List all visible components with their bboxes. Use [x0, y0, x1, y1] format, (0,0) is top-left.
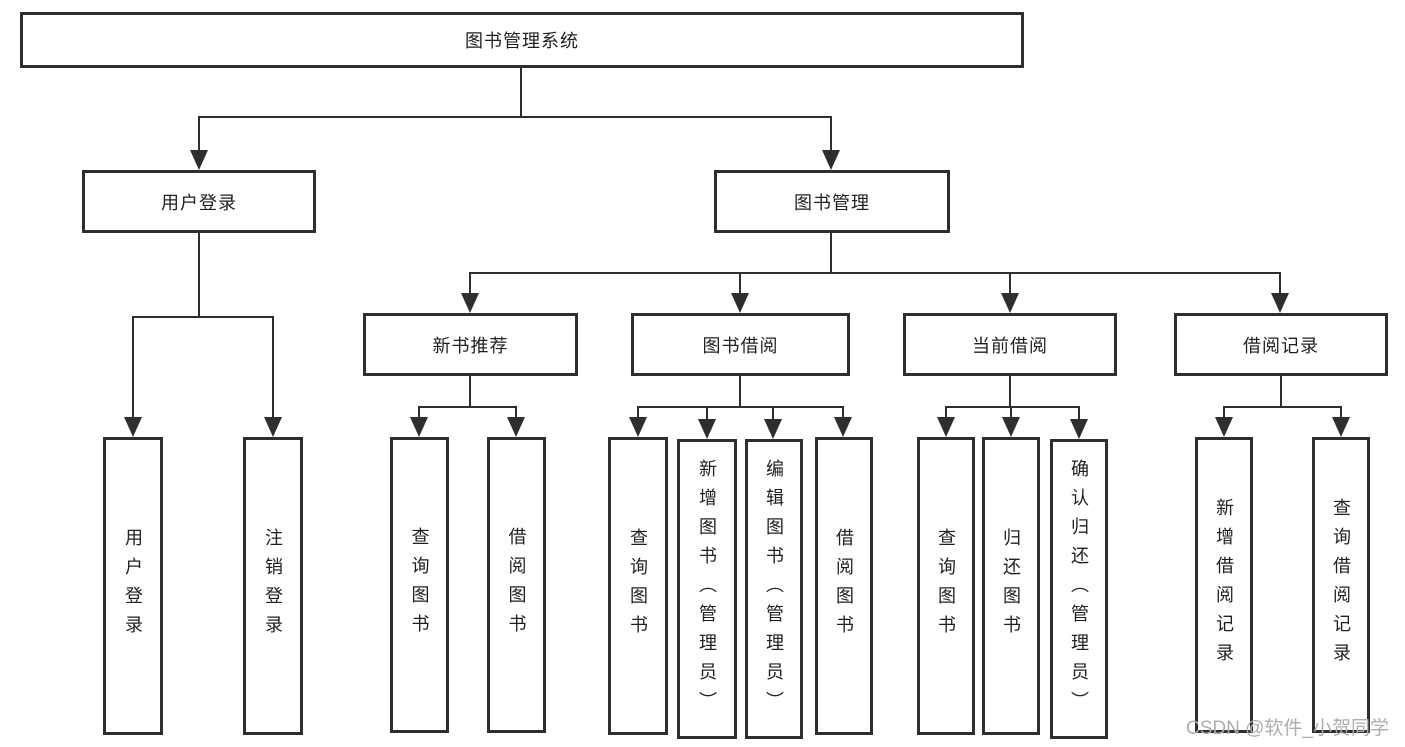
node-book-borrowing: 图书借阅: [631, 313, 850, 376]
connector-line: [945, 406, 1080, 408]
arrowhead-icon: [629, 417, 647, 437]
leaf-query-book-recommend-label: 查询图书: [409, 527, 430, 643]
connector-line: [515, 407, 517, 421]
connector-line: [198, 233, 200, 318]
arrowhead-icon: [698, 419, 716, 439]
connector-line: [1223, 406, 1342, 408]
connector-line: [1279, 273, 1281, 299]
node-borrowing-records-label: 借阅记录: [1243, 335, 1319, 356]
leaf-add-borrow-record-label: 新增借阅记录: [1214, 498, 1234, 672]
leaf-confirm-return-admin: 确认归还（管理员）: [1050, 439, 1108, 739]
leaf-user-login-label: 用户登录: [123, 528, 143, 644]
arrowhead-icon: [264, 417, 282, 437]
connector-line: [132, 316, 274, 318]
node-root-label: 图书管理系统: [465, 31, 579, 51]
connector-line: [830, 233, 832, 273]
connector-line: [1010, 407, 1012, 421]
connector-line: [739, 273, 741, 299]
csdn-watermark: CSDN @软件_小贺同学: [1186, 718, 1389, 739]
arrowhead-icon: [1215, 417, 1233, 437]
node-root: 图书管理系统: [20, 12, 1024, 68]
leaf-query-borrow-record-label: 查询借阅记录: [1331, 498, 1351, 672]
leaf-borrow-book-borrowing-label: 借阅图书: [834, 528, 854, 644]
leaf-return-book-label: 归还图书: [1001, 528, 1021, 644]
connector-line: [198, 117, 200, 155]
connector-line: [945, 407, 947, 421]
leaf-borrow-book-recommend-label: 借阅图书: [506, 527, 527, 643]
arrowhead-icon: [764, 419, 782, 439]
node-user-login-label: 用户登录: [161, 192, 237, 213]
node-current-borrowing-label: 当前借阅: [972, 335, 1048, 356]
connector-line: [1078, 407, 1080, 421]
connector-line: [1340, 407, 1342, 421]
leaf-add-book-admin-label: 新增图书（管理员）: [697, 458, 717, 720]
leaf-logout-label: 注销登录: [263, 528, 283, 644]
arrowhead-icon: [190, 150, 208, 170]
node-borrowing-records: 借阅记录: [1174, 313, 1388, 376]
leaf-confirm-return-admin-label: 确认归还（管理员）: [1069, 458, 1089, 720]
leaf-edit-book-admin-label: 编辑图书（管理员）: [764, 458, 784, 720]
arrowhead-icon: [1271, 293, 1289, 313]
connector-line: [637, 406, 844, 408]
connector-line: [772, 407, 774, 421]
connector-line: [830, 117, 832, 155]
arrowhead-icon: [1002, 417, 1020, 437]
connector-line: [469, 272, 1281, 274]
connector-line: [418, 406, 517, 408]
leaf-edit-book-admin: 编辑图书（管理员）: [745, 439, 803, 739]
connector-line: [132, 317, 134, 422]
connector-line: [739, 376, 741, 407]
arrowhead-icon: [124, 417, 142, 437]
node-book-management: 图书管理: [714, 170, 950, 233]
connector-line: [198, 116, 832, 118]
connector-line: [469, 376, 471, 407]
connector-line: [1009, 273, 1011, 299]
connector-line: [1280, 376, 1282, 407]
node-book-borrowing-label: 图书借阅: [702, 335, 779, 356]
node-current-borrowing: 当前借阅: [903, 313, 1117, 376]
connector-line: [1009, 376, 1011, 407]
leaf-logout: 注销登录: [243, 437, 303, 735]
arrowhead-icon: [461, 293, 479, 313]
arrowhead-icon: [822, 150, 840, 170]
leaf-query-book-borrowing: 查询图书: [608, 437, 668, 735]
leaf-add-borrow-record: 新增借阅记录: [1195, 437, 1253, 733]
node-new-book-recommend-label: 新书推荐: [432, 335, 509, 356]
leaf-return-book: 归还图书: [982, 437, 1040, 735]
connector-line: [842, 407, 844, 421]
connector-line: [418, 407, 420, 421]
connector-line: [706, 407, 708, 421]
node-new-book-recommend: 新书推荐: [363, 313, 578, 376]
leaf-user-login: 用户登录: [103, 437, 163, 735]
leaf-query-book-current-label: 查询图书: [936, 528, 956, 644]
leaf-add-book-admin: 新增图书（管理员）: [677, 439, 737, 739]
leaf-borrow-book-borrowing: 借阅图书: [815, 437, 873, 735]
arrowhead-icon: [1332, 417, 1350, 437]
arrowhead-icon: [731, 293, 749, 313]
leaf-query-borrow-record: 查询借阅记录: [1312, 437, 1370, 733]
leaf-borrow-book-recommend: 借阅图书: [487, 437, 546, 733]
arrowhead-icon: [1001, 293, 1019, 313]
leaf-query-book-current: 查询图书: [917, 437, 975, 735]
arrowhead-icon: [834, 417, 852, 437]
connector-line: [637, 407, 639, 421]
connector-line: [520, 68, 522, 118]
node-book-management-label: 图书管理: [794, 192, 870, 213]
arrowhead-icon: [507, 417, 525, 437]
leaf-query-book-borrowing-label: 查询图书: [628, 528, 648, 644]
connector-line: [272, 317, 274, 422]
leaf-query-book-recommend: 查询图书: [390, 437, 449, 733]
arrowhead-icon: [410, 417, 428, 437]
connector-line: [469, 273, 471, 299]
connector-line: [1223, 407, 1225, 421]
node-user-login: 用户登录: [82, 170, 316, 233]
arrowhead-icon: [937, 417, 955, 437]
arrowhead-icon: [1070, 419, 1088, 439]
